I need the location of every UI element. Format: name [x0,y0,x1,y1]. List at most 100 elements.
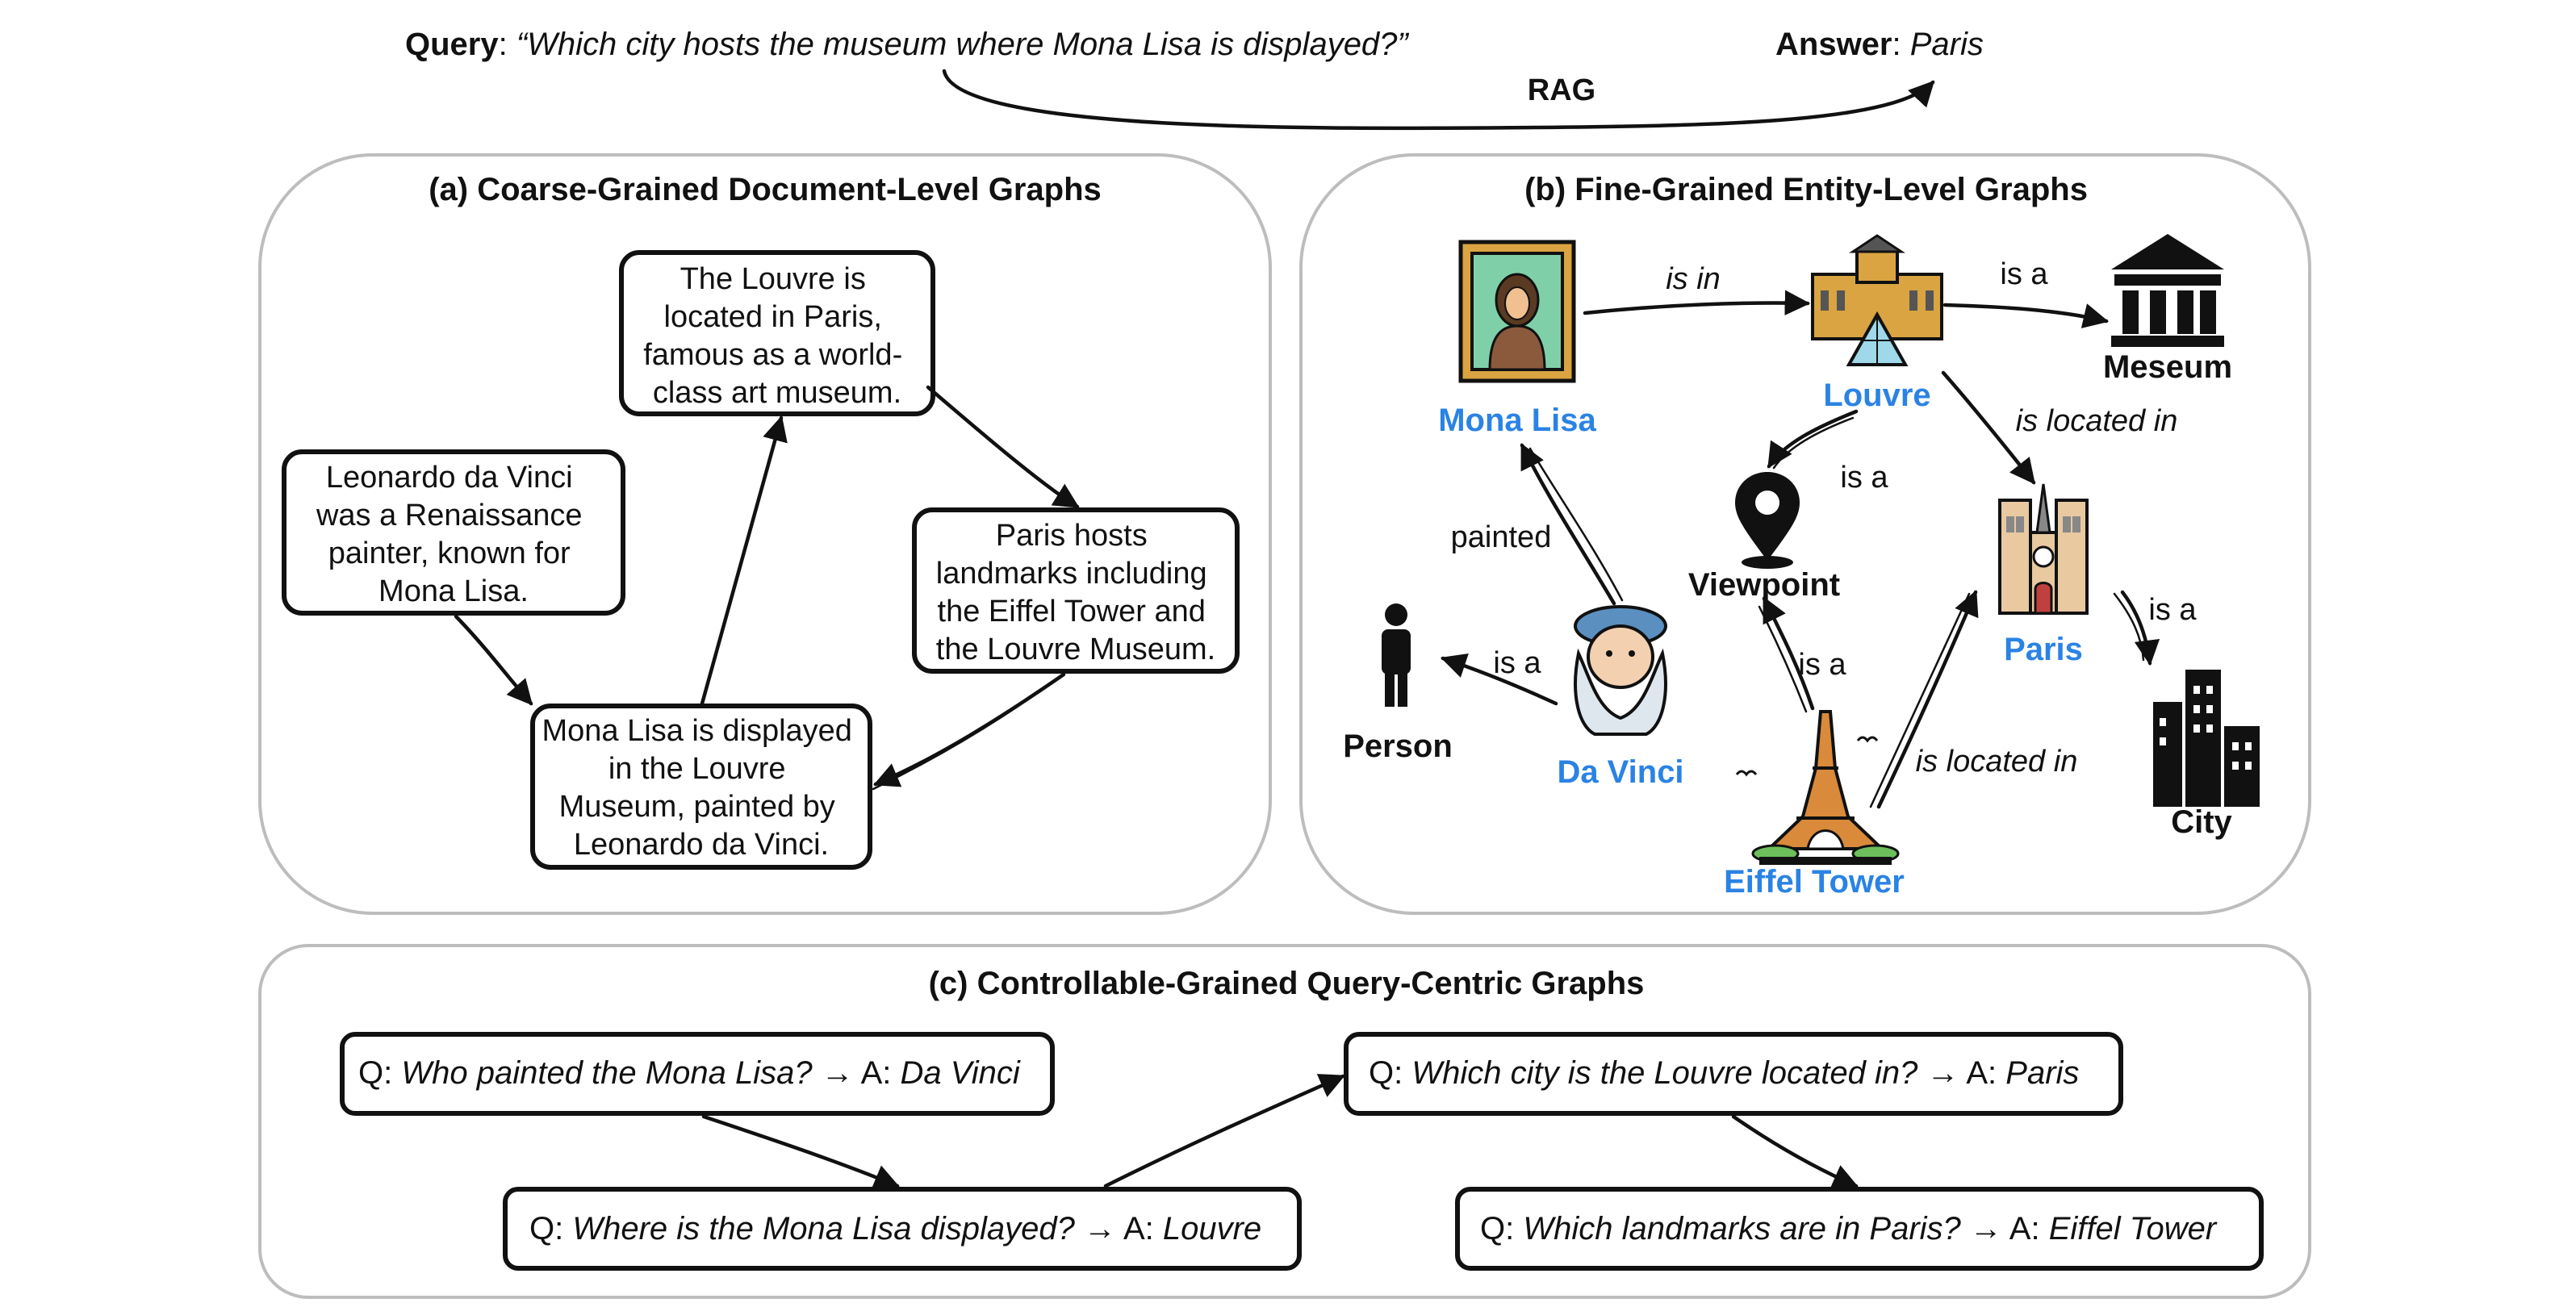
doc-line: the Louvre Museum. [936,633,1215,666]
qa-answer: Eiffel Tower [2049,1211,2218,1246]
doc-monalisa-text: Mona Lisa is displayed in the Louvre Mus… [542,714,861,862]
q-prefix: Q: [1369,1055,1411,1091]
arrow-davinci-person [1441,654,1558,706]
qa-arrow: → [1926,1055,1959,1091]
location-pin-icon [1735,472,1800,569]
arrow-paris-city [2120,590,2160,666]
doc-line: the Eiffel Tower and [938,595,1206,628]
rel-painted: painted [1451,520,1552,554]
arrow-paris-to-monalisa-sketch [872,676,1060,791]
qa-text-1: Q: Who painted the Mona Lisa? → A: Da Vi… [358,1055,1021,1091]
rel-is-located-in-paris: is located in [2016,404,2178,438]
doc-davinci-box [282,449,625,616]
louvre-icon [1811,234,1943,366]
doc-line: was a Renaissance [316,499,583,532]
panel-a-frame [258,153,1272,915]
qa-answer: Louvre [1163,1211,1261,1246]
qa-text-3: Q: Which city is the Louvre located in? … [1369,1055,2079,1091]
entity-museum: Meseum [2103,349,2232,385]
entity-city: City [2171,804,2232,840]
qa-answer: Da Vinci [901,1055,1021,1091]
doc-davinci-text: Leonardo da Vinci was a Renaissance pain… [316,461,591,608]
doc-line: in the Louvre [608,752,786,786]
rel-is-a-eiffel: is a [1798,648,1846,682]
panel-b-title: (b) Fine-Grained Entity-Level Graphs [1524,172,2088,207]
doc-line: landmarks including [936,557,1207,591]
qa-box-4 [1455,1187,2264,1271]
answer-line: Answer: Paris [1775,27,1984,62]
qa-question: Which city is the Louvre located in? [1411,1055,1918,1091]
entity-eiffel-tower: Eiffel Tower [1724,864,1905,900]
doc-line: painter, known for [328,537,571,570]
arrow-louvre-to-paris [926,385,1080,509]
doc-paris-text: Paris hosts landmarks including the Eiff… [936,519,1215,666]
cathedral-icon [1998,483,2089,615]
qa-box-2 [503,1187,1302,1271]
answer-text: Paris [1910,27,1984,62]
doc-line: Museum, painted by [559,790,835,824]
entity-mona-lisa: Mona Lisa [1438,403,1596,438]
arrow-qa2-qa3 [1103,1074,1345,1188]
doc-line: Leonardo da Vinci. [574,828,829,862]
museum-icon [2111,234,2224,347]
arrow-davinci-to-monalisa-sketch [460,620,528,700]
entity-paris: Paris [2004,632,2083,667]
arrow-eiffel-viewpoint [1762,596,1815,711]
arrow-qa1-qa2 [701,1114,900,1189]
person-icon [1382,603,1411,707]
arrow-paris-city-sketch [2113,592,2145,662]
doc-line: The Louvre is [680,262,866,296]
panel-b: (b) Fine-Grained Entity-Level Graphs Mon… [1299,153,2311,915]
doc-monalisa-box [530,704,872,870]
top-query-answer: Query: “Which city hosts the museum wher… [405,27,1984,131]
rel-is-a-person: is a [1493,646,1541,680]
a-prefix: A: [1116,1211,1163,1246]
qa-question: Where is the Mona Lisa displayed? [572,1211,1075,1246]
doc-line: Leonardo da Vinci [326,461,573,495]
q-prefix: Q: [1480,1211,1523,1246]
arrow-qa3-qa4 [1731,1114,1859,1188]
arrow-louvre-viewpoint [1767,409,1859,469]
doc-line: famous as a world- [643,338,902,372]
arrow-louvre-paris [1941,370,2036,485]
rel-is-a-city: is a [2148,593,2197,627]
arrow-eiffel-paris-sketch [1869,592,1971,808]
panel-c: (c) Controllable-Grained Query-Centric G… [258,944,2311,1299]
doc-line: class art museum. [653,376,901,410]
panel-a-title: (a) Coarse-Grained Document-Level Graphs [429,172,1102,207]
qa-answer: Paris [2005,1055,2079,1091]
a-prefix: A: [1959,1055,2005,1091]
qa-arrow: → [1970,1211,2002,1246]
qa-arrow: → [1084,1211,1116,1246]
arrow-monalisa-to-louvre [700,415,788,706]
arrow-louvre-museum [1942,303,2110,328]
entity-louvre: Louvre [1823,378,1930,413]
doc-line: Mona Lisa. [378,574,529,608]
arrow-davinci-monalisa [1520,443,1616,606]
arrow-monalisa-louvre [1583,290,1811,316]
arrow-eiffel-viewpoint-sketch [1758,605,1808,713]
doc-louvre-box [619,250,935,416]
rel-is-a-viewpoint: is a [1840,461,1888,495]
query-label: Query [405,27,499,62]
painting-icon [1458,240,1576,383]
qa-text-2: Q: Where is the Mona Lisa displayed? → A… [529,1211,1261,1246]
qa-text-4: Q: Which landmarks are in Paris? → A: Ei… [1480,1211,2218,1246]
entity-person: Person [1343,729,1453,764]
arrow-davinci-monalisa-sketch [1528,447,1624,602]
city-icon [2153,670,2260,807]
a-prefix: A: [2002,1211,2049,1246]
doc-line: Paris hosts [996,519,1148,553]
rag-arrow [942,69,1935,131]
qa-arrow: → [822,1055,854,1091]
panel-a: (a) Coarse-Grained Document-Level Graphs… [258,153,1272,915]
da-vinci-icon [1574,605,1667,736]
qa-question: Who painted the Mona Lisa? [401,1055,813,1091]
rel-is-a-museum: is a [2000,257,2048,291]
q-prefix: Q: [529,1211,572,1246]
entity-da-vinci: Da Vinci [1557,754,1683,790]
query-line: Query: “Which city hosts the museum wher… [405,27,1409,62]
doc-louvre-text: The Louvre is located in Paris, famous a… [643,262,911,410]
rag-label: RAG [1528,73,1595,107]
